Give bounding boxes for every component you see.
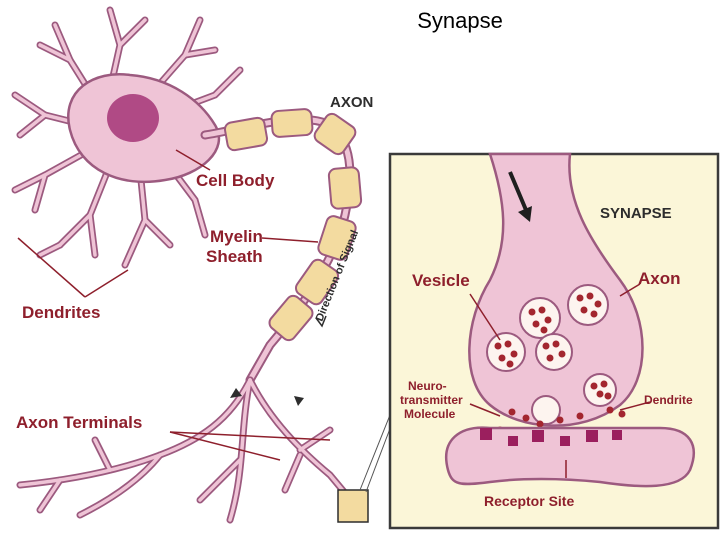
cell-body (67, 73, 221, 184)
receptor-site-label: Receptor Site (484, 493, 574, 509)
synapse-inset: SYNAPSE Vesicle Axon Neuro- transmitter … (388, 152, 720, 530)
inset-axon-label: Axon (638, 269, 681, 288)
myelin-label-line2: Sheath (206, 247, 263, 266)
vesicle-label: Vesicle (412, 271, 470, 290)
leader-lines (17, 149, 331, 461)
neurotransmitter-label-line3: Molecule (404, 407, 456, 421)
axon-label: AXON (330, 94, 373, 111)
dendrites-label: Dendrites (22, 303, 100, 322)
nucleus (107, 94, 159, 142)
axon-terminals-label: Axon Terminals (16, 413, 142, 432)
neurotransmitter-label-line1: Neuro- (408, 379, 447, 393)
myelin-sheath (223, 108, 363, 342)
receptor-sites (480, 428, 622, 446)
signal-arrows (230, 388, 304, 406)
dendrite-label: Dendrite (644, 393, 693, 407)
cell-body-label: Cell Body (196, 171, 275, 190)
page-title: Synapse (417, 8, 503, 33)
terminal-zoom-box (337, 489, 369, 523)
inset-title: SYNAPSE (600, 205, 672, 222)
neurotransmitter-label-line2: transmitter (400, 393, 463, 407)
direction-arrow (315, 315, 327, 328)
myelin-label-line1: Myelin (210, 227, 263, 246)
